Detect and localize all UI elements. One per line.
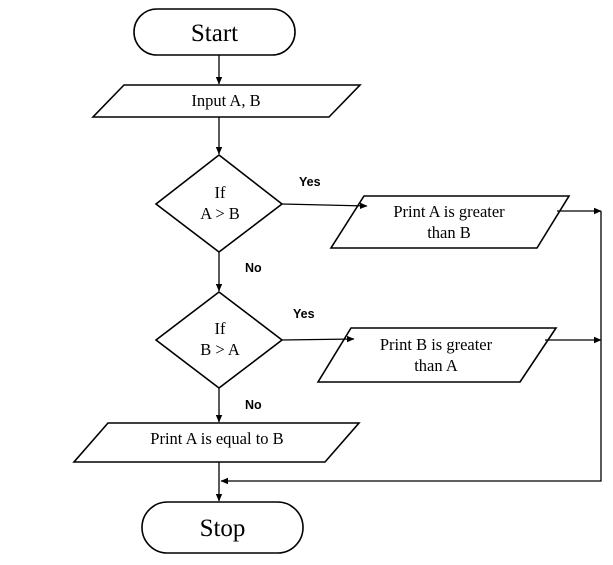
decision2-line1: If — [215, 319, 226, 338]
edge-label-decision1-yes: Yes — [299, 175, 321, 189]
decision-b-greater-a: If B > A — [154, 290, 284, 390]
output-equal-label: Print A is equal to B — [150, 429, 283, 448]
output-a-greater-node: Print A is greater than B — [329, 195, 571, 249]
decision-a-greater-b: If A > B — [154, 153, 284, 254]
stop-label: Stop — [200, 515, 246, 542]
output-a-greater-line1: Print A is greater — [393, 202, 505, 221]
input-label: Input A, B — [191, 91, 260, 110]
output-a-greater-line2: than B — [427, 223, 471, 242]
decision1-line1: If — [215, 183, 226, 202]
input-node: Input A, B — [91, 84, 362, 118]
output-b-greater-line1: Print B is greater — [380, 335, 493, 354]
edge-label-decision2-no: No — [245, 398, 262, 412]
output-b-greater-line2: than A — [414, 356, 458, 375]
arrow-decision1-yes — [281, 202, 368, 210]
decision2-line2: B > A — [200, 340, 240, 359]
start-label: Start — [191, 20, 238, 47]
right-rail-return — [220, 211, 602, 485]
output-b-greater-node: Print B is greater than A — [316, 327, 558, 383]
output-equal-node: Print A is equal to B — [72, 422, 361, 463]
decision1-line2: A > B — [200, 204, 240, 223]
stop-node: Stop — [141, 501, 304, 554]
arrow-decision2-yes — [281, 335, 355, 343]
start-node: Start — [133, 8, 296, 56]
edge-label-decision2-yes: Yes — [293, 307, 315, 321]
edge-label-decision1-no: No — [245, 261, 262, 275]
